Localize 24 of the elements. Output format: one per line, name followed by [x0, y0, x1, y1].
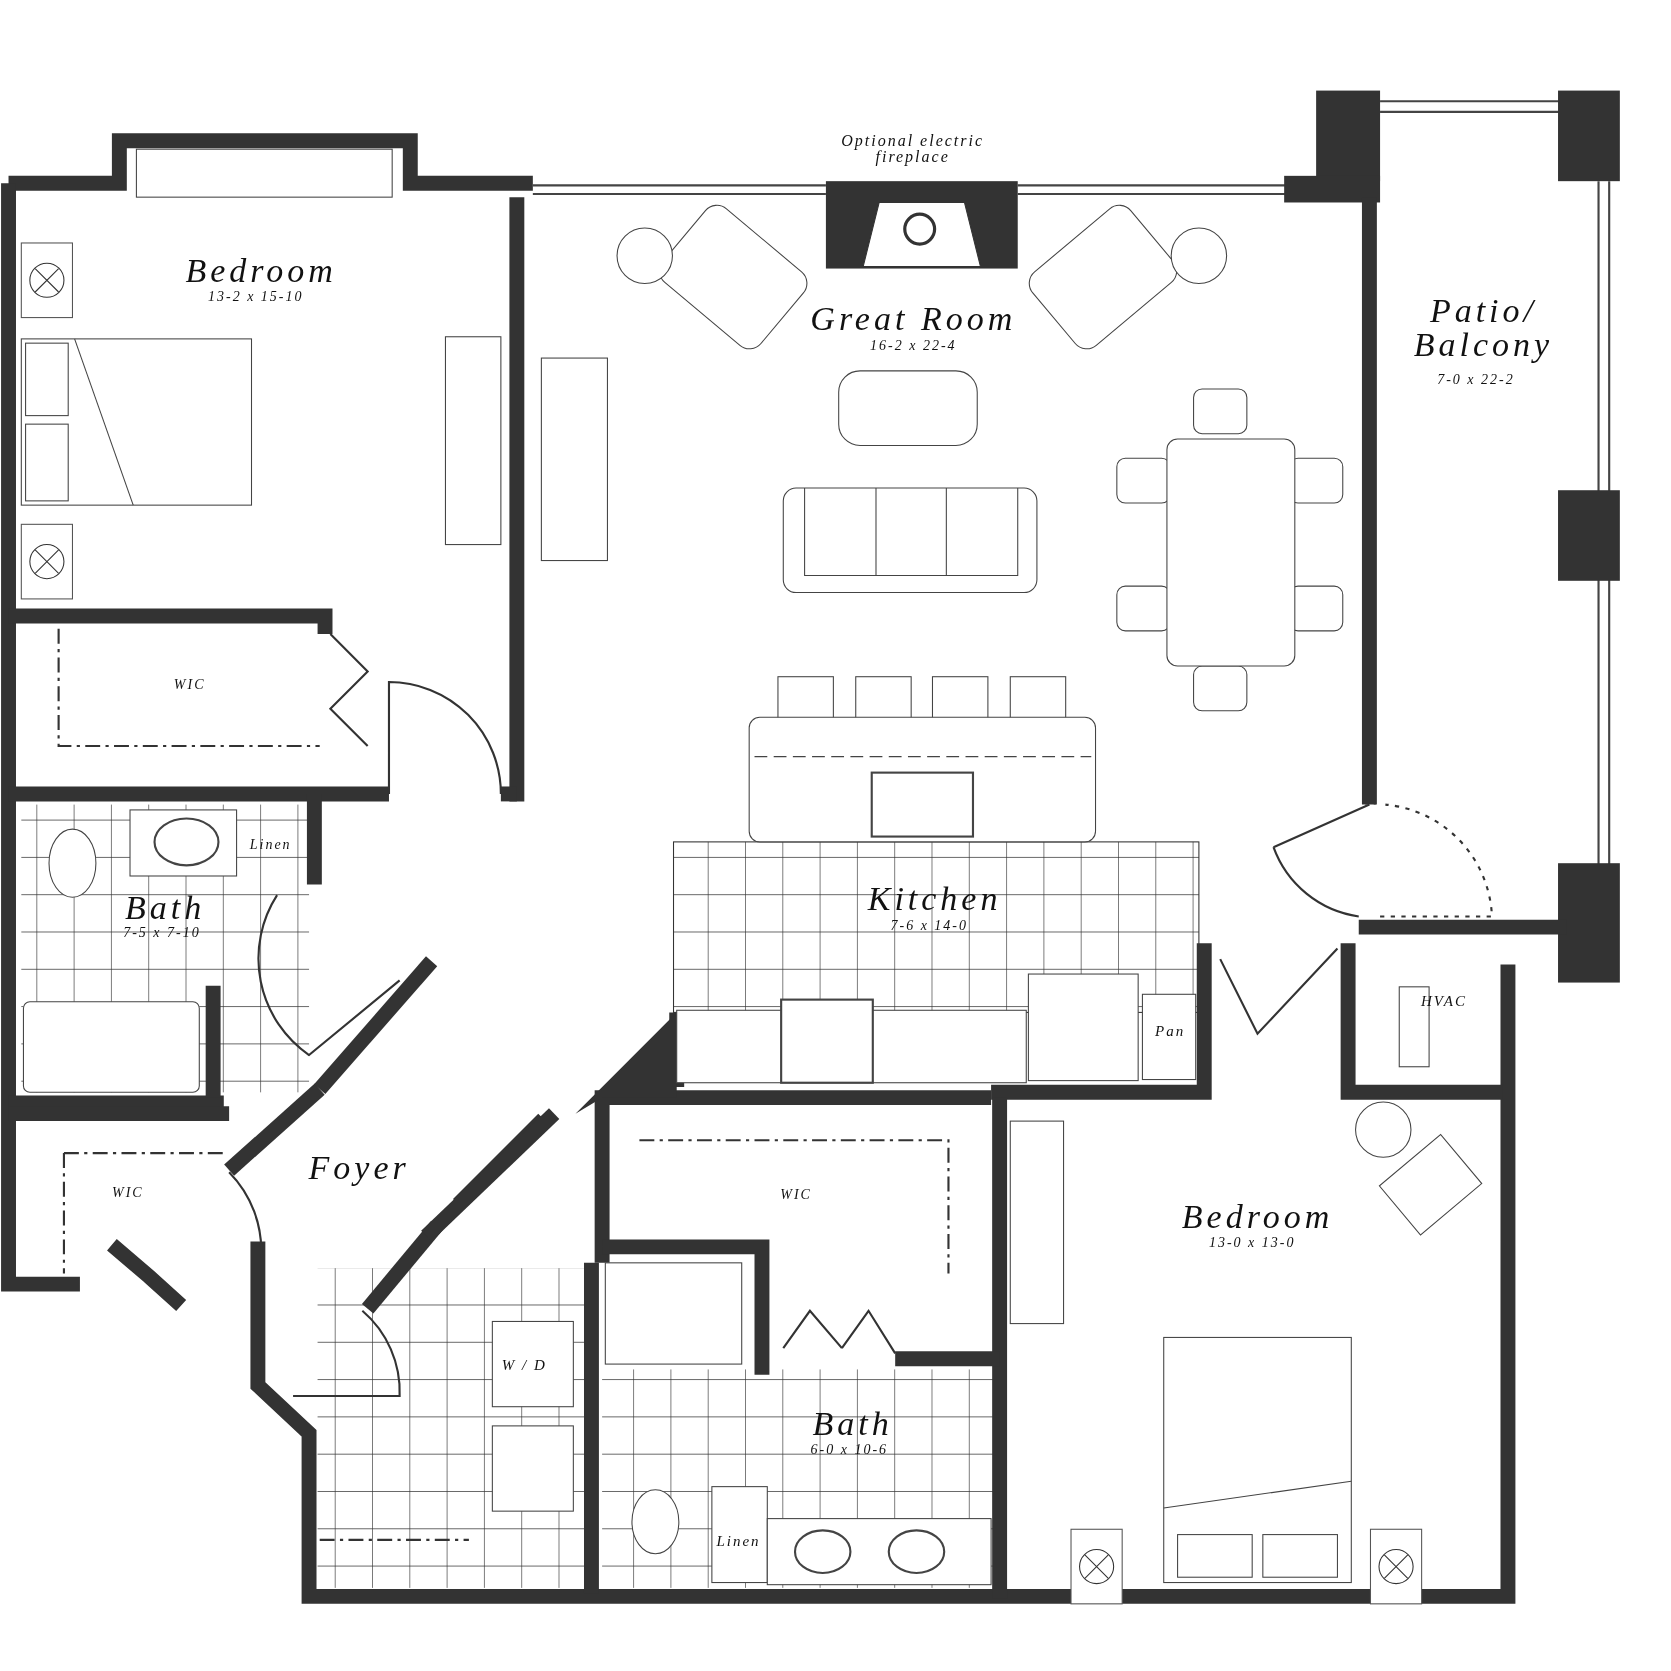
- room-name: WIC: [112, 1186, 144, 1201]
- room-name: Great Room: [810, 301, 1017, 336]
- room-dimensions: 16-2 x 22-4: [870, 338, 957, 353]
- room-name: Kitchen: [867, 882, 1002, 917]
- room-name: Bath: [125, 890, 206, 925]
- room-dimensions: 13-0 x 13-0: [1208, 1236, 1296, 1251]
- room-name: Pan: [1155, 1024, 1186, 1040]
- room-dimensions: 6-0 x 10-6: [810, 1442, 889, 1457]
- room-name: Linen: [249, 837, 292, 852]
- room-name: Bath: [812, 1406, 893, 1441]
- room-name: Patio/ Balcony: [1412, 294, 1555, 363]
- room-dimensions: 7-5 x 7-10: [123, 926, 201, 941]
- room-dimensions: 13-2 x 15-10: [208, 289, 304, 304]
- room-name: Foyer: [308, 1150, 410, 1185]
- room-name: Bedroom: [1181, 1199, 1334, 1234]
- room-dimensions: 7-0 x 22-2: [1437, 373, 1515, 387]
- room-dimensions: 7-6 x 14-0: [890, 918, 969, 933]
- room-name: WIC: [173, 677, 206, 692]
- room-name: Linen: [716, 1533, 761, 1549]
- room-name: WIC: [780, 1188, 812, 1203]
- appliance-label: W / D: [501, 1357, 547, 1373]
- note-text: Optional electric fireplace: [840, 133, 986, 166]
- room-name: HVAC: [1420, 994, 1468, 1010]
- room-name: Bedroom: [185, 253, 337, 288]
